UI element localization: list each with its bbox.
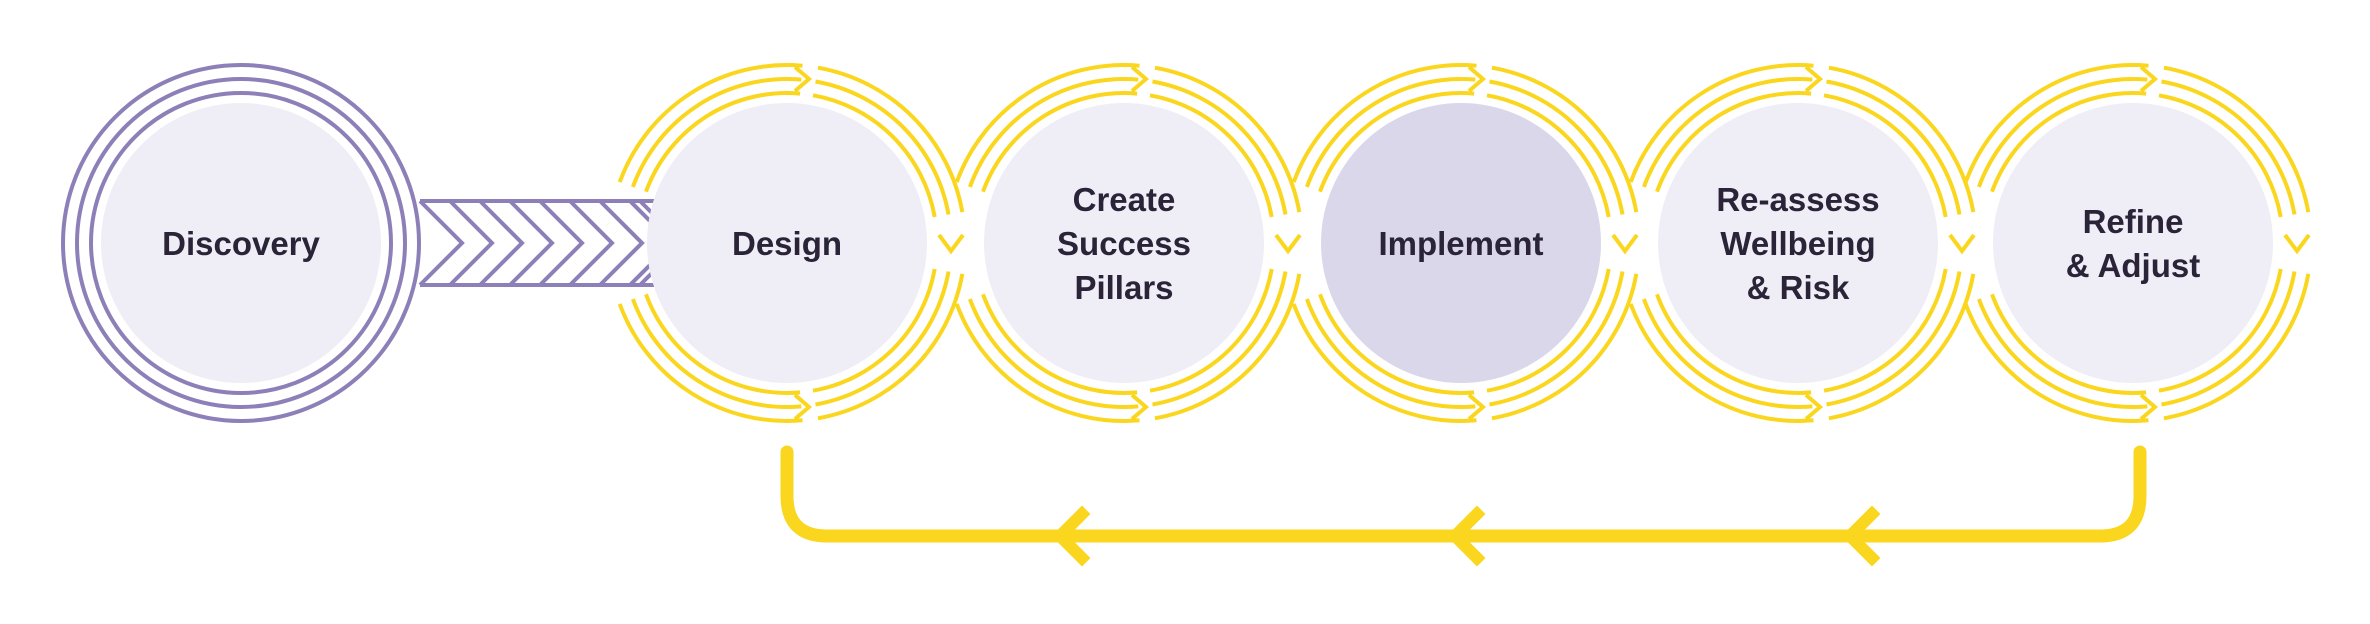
stage-label: Wellbeing <box>1720 225 1875 262</box>
flow-arrow-icon <box>937 233 965 255</box>
feedback-loop-line <box>780 445 2147 543</box>
stage-label: Discovery <box>162 225 320 262</box>
flow-arrow-icon <box>1611 233 1639 255</box>
flow-arrow-icon <box>1804 65 1824 93</box>
stage-circle <box>1321 103 1601 383</box>
flow-arrow-icon <box>1804 393 1824 421</box>
flow-arrow-icon <box>2139 393 2159 421</box>
stage-ring-arcs <box>1963 63 2311 423</box>
stage-discovery: Discovery <box>61 63 421 423</box>
stage-circle <box>101 103 381 383</box>
flow-arrow-icon <box>1467 65 1487 93</box>
stage-label: Success <box>1057 225 1191 262</box>
stage-ring-arcs <box>1291 63 1639 423</box>
flow-arrow-icon <box>2283 233 2311 255</box>
herringbone-connector <box>418 199 685 287</box>
feedback-loop <box>780 445 2147 567</box>
stage-circle <box>1658 103 1938 383</box>
stage-label: & Adjust <box>2066 247 2200 284</box>
stage-circle <box>1993 103 2273 383</box>
stage-ring-arcs <box>1628 63 1976 423</box>
stage-refine-adjust: Refine & Adjust <box>1963 63 2311 423</box>
stage-circle <box>647 103 927 383</box>
stage-ring-arcs <box>954 63 1302 423</box>
stage-label: & Risk <box>1747 269 1850 306</box>
stage-label: Design <box>732 225 842 262</box>
flow-arrow-icon <box>1467 393 1487 421</box>
stage-ring <box>61 63 421 423</box>
flow-arrow-icon <box>793 65 813 93</box>
feedback-arrow-icon <box>1841 505 1881 567</box>
stage-label: Implement <box>1378 225 1543 262</box>
flow-arrow-icon <box>1130 65 1150 93</box>
flow-arrow-icon <box>1948 233 1976 255</box>
flow-arrow-icon <box>2139 65 2159 93</box>
stage-design: Design <box>617 63 965 423</box>
stage-label: Refine <box>2083 203 2184 240</box>
feedback-arrow-icon <box>1446 505 1486 567</box>
stage-circle <box>984 103 1264 383</box>
stage-ring <box>75 77 407 409</box>
flow-arrow-icon <box>793 393 813 421</box>
stage-label: Pillars <box>1074 269 1173 306</box>
flow-arrow-icon <box>1274 233 1302 255</box>
stage-ring <box>89 91 393 395</box>
stage-label: Create <box>1073 181 1176 218</box>
flow-arrow-icon <box>1130 393 1150 421</box>
stage-implement: Implement <box>1291 63 1639 423</box>
stage-label: Re-assess <box>1716 181 1879 218</box>
feedback-arrow-icon <box>1051 505 1091 567</box>
stage-ring-arcs <box>617 63 965 423</box>
